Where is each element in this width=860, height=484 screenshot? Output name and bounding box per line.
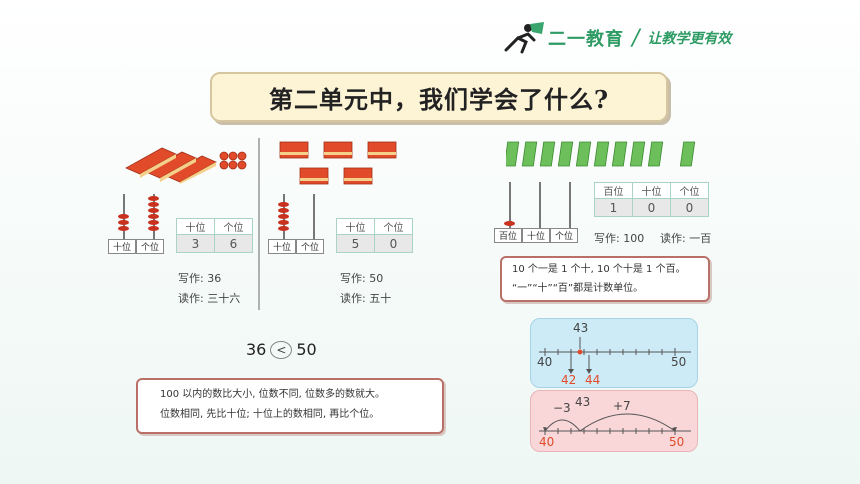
note-line: 10 个一是 1 个十, 10 个十是 1 个百。: [512, 264, 686, 275]
ten-tens-sticks: [506, 141, 696, 167]
title-banner: 第二单元中，我们学会了什么?: [210, 72, 668, 122]
table-header: 个位: [670, 182, 709, 199]
table-cell: 6: [214, 234, 253, 253]
tens-blocks-36: [125, 147, 247, 184]
compare-symbol: <: [270, 340, 293, 359]
note-line: 位数相同, 先比十位; 十位上的数相同, 再比个位。: [160, 409, 380, 420]
plus-jump-label: +7: [613, 399, 631, 413]
abacus-label: 百位: [494, 228, 522, 243]
write-label-50: 写作: 50: [340, 272, 384, 285]
minus-jump-label: −3: [553, 401, 571, 415]
read-label-50: 读作: 五十: [340, 292, 392, 305]
table-cell: 0: [632, 198, 671, 217]
compare-right: 50: [296, 340, 317, 359]
answer-left: 42: [561, 373, 577, 387]
brand-slogan: 让教学更有效: [647, 31, 732, 47]
abacus-base: 百位 十位 个位: [494, 228, 578, 243]
abacus-bead: [148, 214, 159, 219]
place-value-table-100: 百位 十位 个位 1 0 0: [594, 182, 709, 217]
brand-name: 二一教育: [548, 29, 624, 50]
abacus-bead: [148, 208, 159, 213]
abacus-bead: [504, 221, 515, 226]
number-line-top: [539, 337, 691, 374]
abacus-bead: [148, 220, 159, 225]
marker-label: 43: [573, 321, 589, 335]
comparison-rule-note: 100 以内的数比大小, 位数不同, 位数多的数就大。 位数相同, 先比十位; …: [136, 378, 444, 434]
abacus-bead: [278, 220, 289, 225]
read-label-36: 读作: 三十六: [178, 292, 241, 305]
compare-left: 36: [246, 340, 267, 359]
runner-logo-icon: [504, 22, 544, 54]
place-value-table-50: 十位 个位 5 0: [336, 218, 413, 253]
table-header: 十位: [336, 218, 375, 235]
abacus-bead: [148, 226, 159, 231]
end-label: 50: [669, 435, 685, 449]
abacus-rod: [509, 182, 511, 228]
answer-right: 44: [585, 373, 601, 387]
tens-bundles-50: [279, 141, 397, 185]
write-label-100: 写作: 100: [594, 232, 645, 245]
number-line-top-panel: 43 40 50 42 44: [530, 318, 698, 388]
abacus-label: 十位: [522, 228, 550, 243]
abacus-base: 十位 个位: [268, 239, 324, 254]
number-line-bottom-panel: 43 −3 +7 40 50: [530, 390, 698, 452]
counting-unit-note: 10 个一是 1 个十, 10 个十是 1 个百。 “一”“十”“百”都是计数单…: [500, 256, 710, 302]
abacus-bead: [118, 220, 129, 225]
read-label-100: 读作: 一百: [660, 232, 712, 245]
abacus-bead: [118, 226, 129, 231]
abacus-label: 十位: [108, 239, 136, 254]
abacus-bead: [278, 214, 289, 219]
abacus-bead: [148, 196, 159, 201]
abacus-label: 个位: [550, 228, 578, 243]
end-label: 50: [671, 355, 687, 369]
start-label: 40: [537, 355, 553, 369]
abacus-bead: [278, 202, 289, 207]
abacus-bead: [118, 214, 129, 219]
section-divider: [258, 138, 260, 310]
abacus-base: 十位 个位: [108, 239, 164, 254]
abacus-label: 十位: [268, 239, 296, 254]
table-cell: 0: [670, 198, 709, 217]
abacus-bead: [278, 208, 289, 213]
page-title: 第二单元中，我们学会了什么?: [268, 84, 610, 114]
table-cell: 5: [336, 234, 375, 253]
table-header: 百位: [594, 182, 633, 199]
table-header: 十位: [632, 182, 671, 199]
table-cell: 1: [594, 198, 633, 217]
comparison-expression: 36 < 50: [246, 340, 317, 359]
abacus-rod: [569, 182, 571, 228]
place-value-table-36: 十位 个位 3 6: [176, 218, 253, 253]
abacus-rod: [313, 194, 315, 240]
abacus-bead: [148, 202, 159, 207]
abacus-bead: [278, 226, 289, 231]
note-line: “一”“十”“百”都是计数单位。: [512, 283, 644, 294]
table-header: 个位: [214, 218, 253, 235]
marker-label: 43: [575, 395, 591, 409]
note-line: 100 以内的数比大小, 位数不同, 位数多的数就大。: [160, 389, 385, 400]
start-label: 40: [539, 435, 555, 449]
brand-divider: /: [632, 25, 640, 51]
abacus-label: 个位: [136, 239, 164, 254]
write-label-36: 写作: 36: [178, 272, 222, 285]
table-header: 个位: [374, 218, 413, 235]
table-cell: 3: [176, 234, 215, 253]
table-header: 十位: [176, 218, 215, 235]
table-cell: 0: [374, 234, 413, 253]
abacus-rod: [539, 182, 541, 228]
brand-header: 二一教育 / 让教学更有效: [500, 20, 800, 56]
abacus-label: 个位: [296, 239, 324, 254]
number-line-bottom: [539, 413, 691, 435]
